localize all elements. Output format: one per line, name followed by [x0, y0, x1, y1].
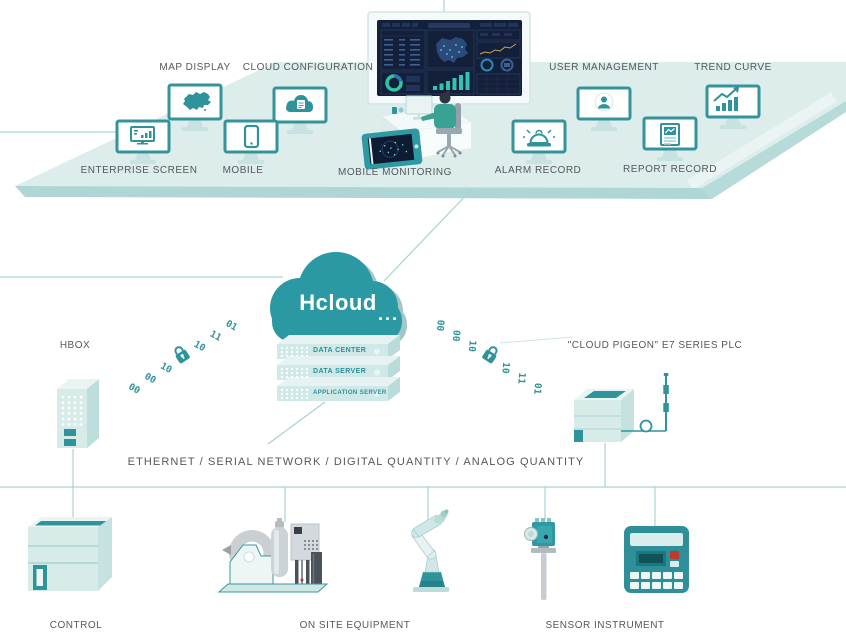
binary-pair: 11 — [208, 329, 224, 344]
padlock-icon — [174, 346, 190, 364]
meter-keypad — [630, 572, 683, 589]
server-label-data-center: DATA CENTER — [313, 347, 367, 354]
binary-pair: 01 — [531, 382, 543, 395]
monitor-alarm-record — [511, 119, 567, 164]
temperature-sensor — [524, 518, 556, 600]
operator-person — [421, 90, 462, 158]
hcloud-cloud — [270, 252, 402, 342]
encrypted-link-left: 00 00 10 10 11 01 — [126, 318, 240, 396]
binary-pair: 00 — [434, 319, 446, 332]
china-map-icon — [183, 92, 211, 111]
plc-antenna — [621, 373, 669, 433]
binary-pair: 10 — [499, 362, 511, 375]
label-hbox: HBOX — [59, 340, 91, 351]
dashboard-content — [380, 23, 521, 95]
encrypted-link-right: 00 00 10 10 11 01 — [434, 319, 543, 395]
machine-cabinet — [290, 523, 322, 588]
server-label-application-server: APPLICATION SERVER — [313, 389, 387, 396]
label-alarm-record: ALARM RECORD — [494, 165, 582, 176]
server-rack — [277, 335, 400, 401]
robot-arm — [411, 509, 449, 592]
machine-tank — [271, 518, 288, 577]
monitor-enterprise-screen — [115, 119, 171, 164]
label-sensor-instrument: SENSOR INSTRUMENT — [545, 620, 665, 631]
smartphone-icon — [243, 124, 260, 149]
screen-chart-icon — [130, 126, 155, 145]
plc-connector-line — [499, 336, 574, 344]
label-report-record: REPORT RECORD — [623, 164, 717, 175]
label-mobile-monitoring: MOBILE MONITORING — [338, 167, 452, 178]
mobile-monitoring-tablet — [361, 128, 423, 170]
machine-base — [217, 583, 329, 593]
network-lines — [0, 0, 846, 526]
label-control: CONTROL — [49, 620, 103, 631]
cloud-config-icon — [286, 95, 313, 112]
binary-pair: 10 — [158, 361, 174, 376]
server-dots-1 — [280, 346, 309, 358]
monitor-user-management — [576, 86, 632, 131]
binary-pair: 00 — [450, 330, 462, 343]
monitor-trend-curve — [705, 84, 761, 129]
operator-body — [434, 104, 456, 129]
binary-pair: 11 — [515, 372, 527, 385]
control-device — [28, 517, 112, 591]
office-chair — [436, 128, 462, 134]
meter-red-button — [670, 551, 679, 559]
report-doc-icon — [660, 123, 680, 146]
label-enterprise-screen: ENTERPRISE SCREEN — [80, 165, 198, 176]
label-on-site-equipment: ON SITE EQUIPMENT — [299, 620, 411, 631]
cloud-name: Hcloud — [299, 290, 377, 315]
control-room — [367, 11, 531, 161]
user-icon — [594, 92, 614, 112]
binary-pair: 00 — [126, 381, 142, 396]
desk-monitor — [405, 95, 433, 115]
plc-device — [574, 373, 669, 442]
label-plc: "CLOUD PIGEON" E7 SERIES PLC — [567, 340, 743, 351]
alarm-bell-icon — [523, 129, 555, 147]
cloud-ellipsis: ... — [378, 304, 400, 324]
operator-head — [439, 92, 451, 104]
trend-chart-icon — [713, 87, 739, 111]
label-cloud-configuration: CLOUD CONFIGURATION — [242, 62, 374, 73]
label-mobile: MOBILE — [222, 165, 264, 176]
padlock-icon — [482, 346, 498, 364]
machine-arrow — [222, 545, 231, 555]
panel-meter — [624, 526, 689, 593]
server-dots-3 — [280, 388, 309, 400]
monitor-report-record — [642, 116, 698, 161]
coffee-mug — [392, 107, 397, 114]
monitor-map-display — [167, 83, 223, 131]
industrial-machine — [217, 518, 329, 593]
binary-pair: 10 — [466, 340, 478, 353]
label-map-display: MAP DISPLAY — [159, 62, 231, 73]
binary-pair: 00 — [142, 371, 158, 386]
hbox-device — [57, 379, 99, 448]
label-trend-curve: TREND CURVE — [694, 62, 772, 73]
monitor-mobile — [223, 119, 279, 164]
server-dots-2 — [280, 367, 309, 379]
label-network-bus: ETHERNET / SERIAL NETWORK / DIGITAL QUAN… — [127, 456, 585, 468]
monitor-cloud-configuration — [272, 86, 328, 134]
label-user-management: USER MANAGEMENT — [549, 62, 659, 73]
server-label-data-server: DATA SERVER — [313, 368, 367, 375]
binary-pair: 10 — [192, 339, 208, 354]
binary-pair: 01 — [224, 318, 240, 333]
